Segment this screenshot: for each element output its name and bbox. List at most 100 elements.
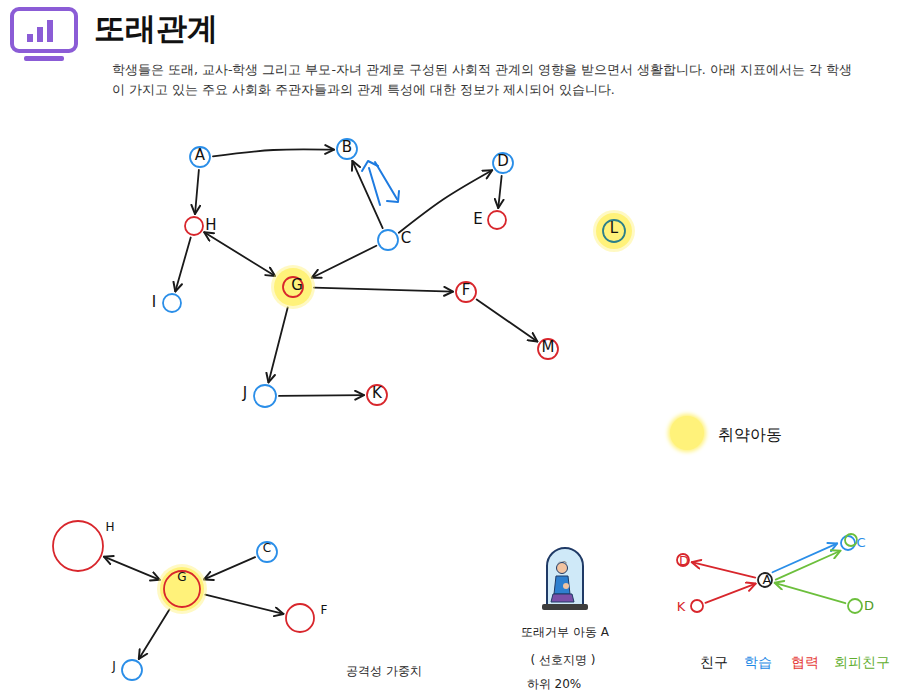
arrow-connector [312,246,377,278]
arrow-connector [175,238,190,292]
circle-outline [685,594,709,618]
node-label: A [195,147,205,164]
circle-outline [47,515,109,577]
node-label: F [462,282,471,299]
highlight [274,268,312,306]
circle [841,536,855,550]
weight-note: 공격성 가중치 [346,664,422,678]
circle [122,660,142,680]
node-label: C [401,230,411,247]
highlight [160,567,204,611]
arrow-connector [692,562,756,577]
circle-outline [154,561,210,617]
arrow-connector [204,557,255,579]
circle [758,573,772,587]
node-circle: C [378,230,398,250]
legend-swatch: 학습 [744,654,772,672]
node-label: K [677,600,686,614]
legend-text: 학습 [744,654,772,672]
circle [283,277,303,297]
arrow-connector [139,609,170,659]
page-title: 또래관계 [94,8,218,50]
arrow-connector [352,161,382,228]
node-circle: I [163,294,181,312]
arrow-connector [205,595,283,614]
node-circle: H [53,521,103,571]
legend-text: 친구 [700,654,728,672]
node-circle: J [122,660,142,680]
legend-text-wrap: 취약아동 [718,425,782,446]
bar [37,27,43,42]
arrow-connector [773,543,838,572]
illustration-caption: 또래거부 아동 A [521,625,609,639]
node-circle: G [164,571,200,607]
connectors [104,149,846,659]
node-circle: C [257,542,277,562]
circle [257,542,277,562]
title-icon [12,9,76,61]
child-body [554,576,570,594]
arrow-connector [776,551,841,580]
node-circle: A [758,573,772,587]
label-wrap: ( 선호지명 ) [531,653,596,667]
highlight [596,213,632,249]
bar [47,20,53,42]
arrow-connector [477,299,538,341]
circle [493,153,513,173]
node-label: D [497,153,509,170]
node-label: D [864,599,874,613]
node-label: M [542,339,555,356]
scribble-head [387,191,399,202]
node-label: J [243,385,247,402]
circle [337,139,357,159]
node-label: K [372,385,382,402]
label-wrap: 또래거부 아동 A [521,625,609,639]
arrow-connector [775,583,846,603]
arrow-connector [498,176,501,208]
highlight-glow [271,265,315,309]
rejected-child-illustration [542,548,588,610]
circle-outline [248,379,282,413]
node-circle: C [841,536,855,550]
node-circle: B [337,139,357,159]
blue-scribble-arrows [362,161,399,205]
legend-swatch: 회피친구 [834,654,890,672]
highlight-glow [593,210,635,252]
circle [848,599,862,613]
node-circle: A [190,147,210,167]
legend-swatch: 친구 [700,654,728,672]
node-label: I [152,294,156,311]
node-label: A [763,573,772,587]
circle [538,339,558,359]
legend-text: 취약아동 [718,425,782,446]
arrow-connector [399,170,492,233]
node-label: L [610,220,618,237]
node-label: H [105,521,114,534]
legend-swatch [670,416,704,450]
node-circle: J [254,385,276,407]
circle [367,385,387,405]
node-label: J [112,660,116,673]
node-circle: L [603,220,625,242]
bar [27,34,33,42]
label-wrap: 하위 20% [527,677,582,691]
description-text: 학생들은 또래, 교사-학생 그리고 부모-자녀 관계로 구성된 사회적 관계의… [112,60,852,100]
circle [164,571,200,607]
highlight-glow [157,564,207,614]
scribble-head [362,161,378,171]
arrow-connector [314,288,453,292]
node-circle: H [185,217,203,235]
legend-text: 협력 [791,654,819,672]
arrow-connector [268,307,287,382]
node-label: D [679,554,689,568]
child-head [557,563,568,574]
circle [691,600,703,612]
circle [190,147,210,167]
circle-outline [372,224,404,256]
window-arch [547,548,583,608]
circle [286,604,314,632]
circle-outline [280,598,320,638]
